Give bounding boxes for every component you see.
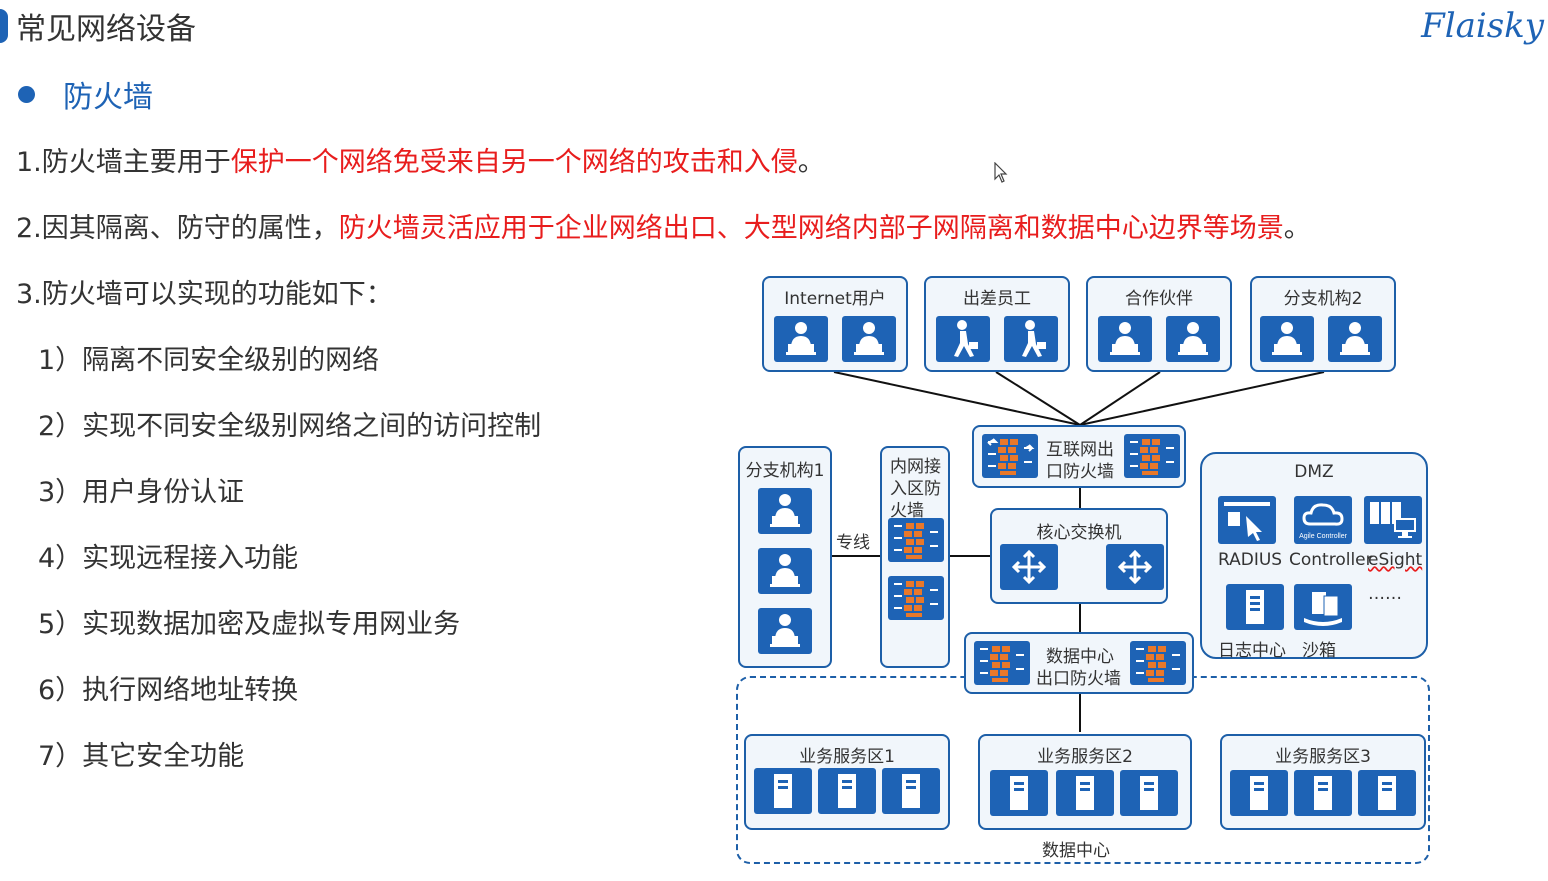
server-icon bbox=[1358, 770, 1416, 816]
function-item-7: 7）其它安全功能 bbox=[38, 741, 245, 772]
server-icon bbox=[1230, 770, 1288, 816]
p1-prefix: 1.防火墙主要用于 bbox=[16, 147, 231, 178]
switch-icon bbox=[1000, 544, 1058, 590]
zone-label: 业务服务区2 bbox=[1037, 747, 1133, 767]
group-label: Internet用户 bbox=[784, 289, 886, 309]
user-pc-icon bbox=[774, 316, 828, 362]
function-item-2: 2）实现不同安全级别网络之间的访问控制 bbox=[38, 411, 542, 442]
firewall-icon bbox=[982, 434, 1038, 478]
log-center-label: 日志中心 bbox=[1218, 641, 1286, 661]
firewall-icon bbox=[888, 576, 944, 620]
user-pc-icon bbox=[758, 488, 812, 534]
p2-prefix: 2.因其隔离、防守的属性， bbox=[16, 213, 339, 244]
zone-label: 业务服务区1 bbox=[799, 747, 895, 767]
esight-icon bbox=[1364, 496, 1422, 544]
group-label: 分支机构2 bbox=[1283, 289, 1363, 309]
section-heading-text: 防火墙 bbox=[63, 80, 153, 115]
function-item-4: 4）实现远程接入功能 bbox=[38, 543, 299, 574]
fw-label-line-2: 入区防 bbox=[890, 479, 941, 499]
sandbox-icon bbox=[1294, 584, 1352, 630]
controller-label: Controller bbox=[1289, 550, 1373, 570]
traveling-user-icon bbox=[936, 316, 990, 362]
radius-label: RADIUS bbox=[1218, 550, 1283, 570]
user-pc-icon bbox=[1328, 316, 1382, 362]
dmz-ellipsis: …… bbox=[1368, 584, 1402, 604]
datacenter-label: 数据中心 bbox=[1042, 841, 1110, 861]
agile-controller-text: Agile Controller bbox=[1299, 533, 1348, 540]
server-icon bbox=[1294, 770, 1352, 816]
title-marker-icon bbox=[0, 9, 8, 43]
switch-icon bbox=[1106, 544, 1164, 590]
server-icon bbox=[818, 768, 876, 814]
group-label: 分支机构1 bbox=[745, 461, 825, 481]
user-pc-icon bbox=[1260, 316, 1314, 362]
p2-suffix: 。 bbox=[1283, 213, 1311, 244]
group-label: 出差员工 bbox=[963, 289, 1031, 309]
server-icon bbox=[882, 768, 940, 814]
fw-label-line-1: 内网接 bbox=[890, 457, 941, 477]
page-title: 常见网络设备 bbox=[0, 4, 196, 48]
page-title-text: 常见网络设备 bbox=[16, 12, 196, 47]
fw-label-line-3: 火墙 bbox=[890, 501, 924, 521]
p1-suffix: 。 bbox=[797, 147, 825, 178]
firewall-icon bbox=[1124, 434, 1180, 478]
function-item-6: 6）执行网络地址转换 bbox=[38, 675, 299, 706]
firewall-icon bbox=[888, 518, 944, 562]
paragraph-1: 1.防火墙主要用于保护一个网络免受来自另一个网络的攻击和入侵。 bbox=[16, 140, 825, 179]
user-pc-icon bbox=[758, 548, 812, 594]
user-pc-icon bbox=[1098, 316, 1152, 362]
p1-highlight: 保护一个网络免受来自另一个网络的攻击和入侵 bbox=[230, 147, 798, 178]
zone-label: 业务服务区3 bbox=[1275, 747, 1371, 767]
paragraph-2: 2.因其隔离、防守的属性，防火墙灵活应用于企业网络出口、大型网络内部子网隔离和数… bbox=[16, 206, 1311, 245]
fw-label-line-2: 出口防火墙 bbox=[1036, 669, 1121, 689]
traveling-user-icon bbox=[1004, 316, 1058, 362]
firewall-icon bbox=[1130, 641, 1186, 685]
server-icon bbox=[754, 768, 812, 814]
section-heading: 防火墙 bbox=[18, 72, 153, 116]
firewall-icon bbox=[974, 641, 1030, 685]
leased-line-label: 专线 bbox=[836, 533, 870, 553]
server-icon bbox=[1120, 770, 1178, 816]
user-pc-icon bbox=[758, 608, 812, 654]
esight-label: eSight bbox=[1368, 550, 1423, 570]
agile-controller-icon: Agile Controller bbox=[1294, 496, 1352, 544]
fw-label-line-1: 数据中心 bbox=[1046, 647, 1114, 667]
core-switch-label: 核心交换机 bbox=[1036, 523, 1122, 543]
log-server-icon bbox=[1226, 584, 1284, 630]
brand-logo: Flaisky bbox=[1421, 6, 1544, 46]
sandbox-label: 沙箱 bbox=[1302, 641, 1336, 661]
server-icon bbox=[1056, 770, 1114, 816]
server-icon bbox=[990, 770, 1048, 816]
mouse-cursor-icon bbox=[994, 162, 1008, 183]
p2-highlight: 防火墙灵活应用于企业网络出口、大型网络内部子网隔离和数据中心边界等场景 bbox=[338, 213, 1284, 244]
fw-label-line-1: 互联网出 bbox=[1046, 440, 1114, 460]
dmz-title: DMZ bbox=[1294, 462, 1334, 482]
bullet-icon bbox=[18, 85, 35, 103]
function-item-1: 1）隔离不同安全级别的网络 bbox=[38, 345, 380, 376]
paragraph-3: 3.防火墙可以实现的功能如下： bbox=[16, 279, 393, 310]
group-label: 合作伙伴 bbox=[1125, 289, 1193, 309]
user-pc-icon bbox=[842, 316, 896, 362]
function-item-3: 3）用户身份认证 bbox=[38, 477, 245, 508]
fw-label-line-2: 口防火墙 bbox=[1046, 462, 1114, 482]
function-item-5: 5）实现数据加密及虚拟专用网业务 bbox=[38, 609, 461, 640]
radius-server-icon bbox=[1218, 496, 1276, 544]
user-pc-icon bbox=[1166, 316, 1220, 362]
